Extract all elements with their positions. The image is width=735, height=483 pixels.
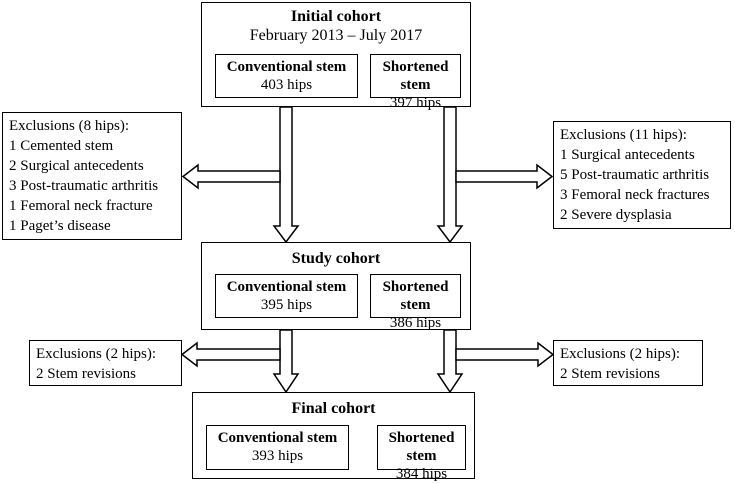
final-shortened-count: 384 hips xyxy=(395,466,448,482)
study-conventional-box: Conventional stem 395 hips xyxy=(215,274,358,318)
exclusions-left-1-box: Exclusions (8 hips): 1 Cemented stem 2 S… xyxy=(2,112,182,240)
exclusions-left-1-item: 1 Paget’s disease xyxy=(9,218,111,234)
exclusions-right-2-box: Exclusions (2 hips): 2 Stem revisions xyxy=(553,340,703,386)
arrow-left-exclusion-1 xyxy=(181,163,281,190)
initial-cohort-title: Initial cohort xyxy=(290,8,382,25)
initial-shortened-box: Shortened stem 397 hips xyxy=(370,54,461,111)
initial-cohort-period: February 2013 – July 2017 xyxy=(249,27,423,44)
arrow-down-conventional-1 xyxy=(272,106,300,244)
study-conventional-label: Conventional stem xyxy=(226,279,347,295)
exclusions-right-2-title: Exclusions (2 hips): xyxy=(560,346,680,362)
arrow-left-exclusion-2 xyxy=(180,341,281,368)
arrow-right-exclusion-2 xyxy=(455,341,555,368)
exclusions-right-1-item: 5 Post-traumatic arthritis xyxy=(560,167,710,183)
exclusions-left-1-item: 1 Femoral neck fracture xyxy=(9,198,153,214)
exclusions-right-1-item: 2 Severe dysplasia xyxy=(560,207,672,223)
exclusions-right-1-title: Exclusions (11 hips): xyxy=(560,127,687,143)
final-conventional-label: Conventional stem xyxy=(217,430,338,446)
initial-conventional-count: 403 hips xyxy=(260,77,313,93)
arrow-down-conventional-2 xyxy=(272,329,300,394)
exclusions-right-1-item: 3 Femoral neck fractures xyxy=(560,187,710,203)
final-conventional-count: 393 hips xyxy=(251,448,304,464)
study-conventional-count: 395 hips xyxy=(260,297,313,313)
initial-conventional-label: Conventional stem xyxy=(226,59,347,75)
arrow-down-shortened-2 xyxy=(436,329,464,394)
study-cohort-title: Study cohort xyxy=(291,250,381,267)
exclusions-left-1-item: 1 Cemented stem xyxy=(9,138,114,154)
initial-conventional-box: Conventional stem 403 hips xyxy=(215,54,358,98)
exclusions-right-1-box: Exclusions (11 hips): 1 Surgical anteced… xyxy=(553,121,731,229)
initial-shortened-count: 397 hips xyxy=(389,95,442,111)
final-shortened-box: Shortened stem 384 hips xyxy=(377,425,466,482)
final-conventional-box: Conventional stem 393 hips xyxy=(206,425,349,470)
exclusions-right-1-item: 1 Surgical antecedents xyxy=(560,147,695,163)
exclusions-right-2-item: 2 Stem revisions xyxy=(560,366,660,382)
exclusions-left-2-box: Exclusions (2 hips): 2 Stem revisions xyxy=(29,340,182,386)
exclusions-left-1-item: 3 Post-traumatic arthritis xyxy=(9,178,159,194)
exclusions-left-1-item: 2 Surgical antecedents xyxy=(9,158,144,174)
final-cohort-title: Final cohort xyxy=(291,400,376,417)
initial-shortened-label: Shortened stem xyxy=(382,59,449,93)
study-shortened-label: Shortened stem xyxy=(382,279,449,313)
study-shortened-box: Shortened stem 386 hips xyxy=(370,274,461,331)
exclusions-left-1-title: Exclusions (8 hips): xyxy=(9,118,129,134)
arrow-right-exclusion-1 xyxy=(455,163,554,190)
final-shortened-label: Shortened stem xyxy=(388,430,455,464)
exclusions-left-2-item: 2 Stem revisions xyxy=(36,366,136,382)
exclusions-left-2-title: Exclusions (2 hips): xyxy=(36,346,156,362)
arrow-down-shortened-1 xyxy=(436,106,464,244)
study-shortened-count: 386 hips xyxy=(389,315,442,331)
